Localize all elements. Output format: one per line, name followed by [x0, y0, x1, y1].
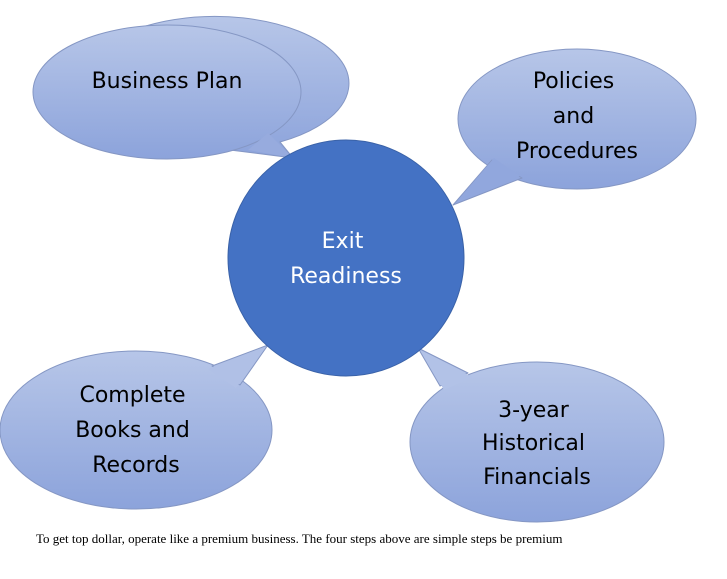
callout-business-plan-line-1: Business Plan — [92, 69, 243, 94]
center-exit-readiness: Exit Readiness — [227, 139, 465, 377]
callout-financials-line-3: Financials — [483, 465, 591, 490]
callout-historical-financials: 3-year Historical Financials — [409, 347, 665, 523]
center-circle — [227, 139, 465, 377]
callout-policies-line-2: and — [553, 104, 594, 129]
exit-readiness-diagram: Business Plan Policies and Procedures Co… — [0, 15, 697, 523]
callout-business-plan-bubble — [32, 24, 302, 160]
callout-policies-bubble — [457, 48, 697, 190]
diagram-caption: To get top dollar, operate like a premiu… — [36, 531, 563, 546]
svg-text:Exit Readiness: Exit Readiness — [290, 229, 402, 289]
callout-policies-and-procedures: Policies and Procedures — [452, 48, 697, 206]
callout-policies-line-1: Policies — [533, 69, 614, 94]
center-line-1: Exit — [322, 229, 364, 254]
callout-financials-bubble — [409, 361, 665, 523]
callout-financials-line-1: 3-year — [498, 398, 570, 423]
callout-books-line-3: Records — [92, 453, 179, 478]
callout-financials-line-2: Historical — [482, 431, 585, 456]
callout-business-plan: Business Plan — [32, 15, 350, 160]
callout-books-and-records: Complete Books and Records — [0, 344, 273, 510]
callout-policies-line-3: Procedures — [516, 139, 638, 164]
svg-text:3-year Historical: 3-year Historical Financials — [482, 398, 592, 490]
callout-books-bubble — [0, 350, 273, 510]
svg-text:Policies and Proce: Policies and Procedures — [516, 69, 638, 164]
svg-text:Complete Books and: Complete Books and Records — [75, 383, 197, 478]
callout-books-line-2: Books and — [75, 418, 190, 443]
center-line-2: Readiness — [290, 264, 402, 289]
callout-books-line-1: Complete — [79, 383, 185, 408]
callout-business-plan-tail — [248, 133, 293, 158]
svg-text:Business Plan: Business Plan — [92, 69, 243, 94]
